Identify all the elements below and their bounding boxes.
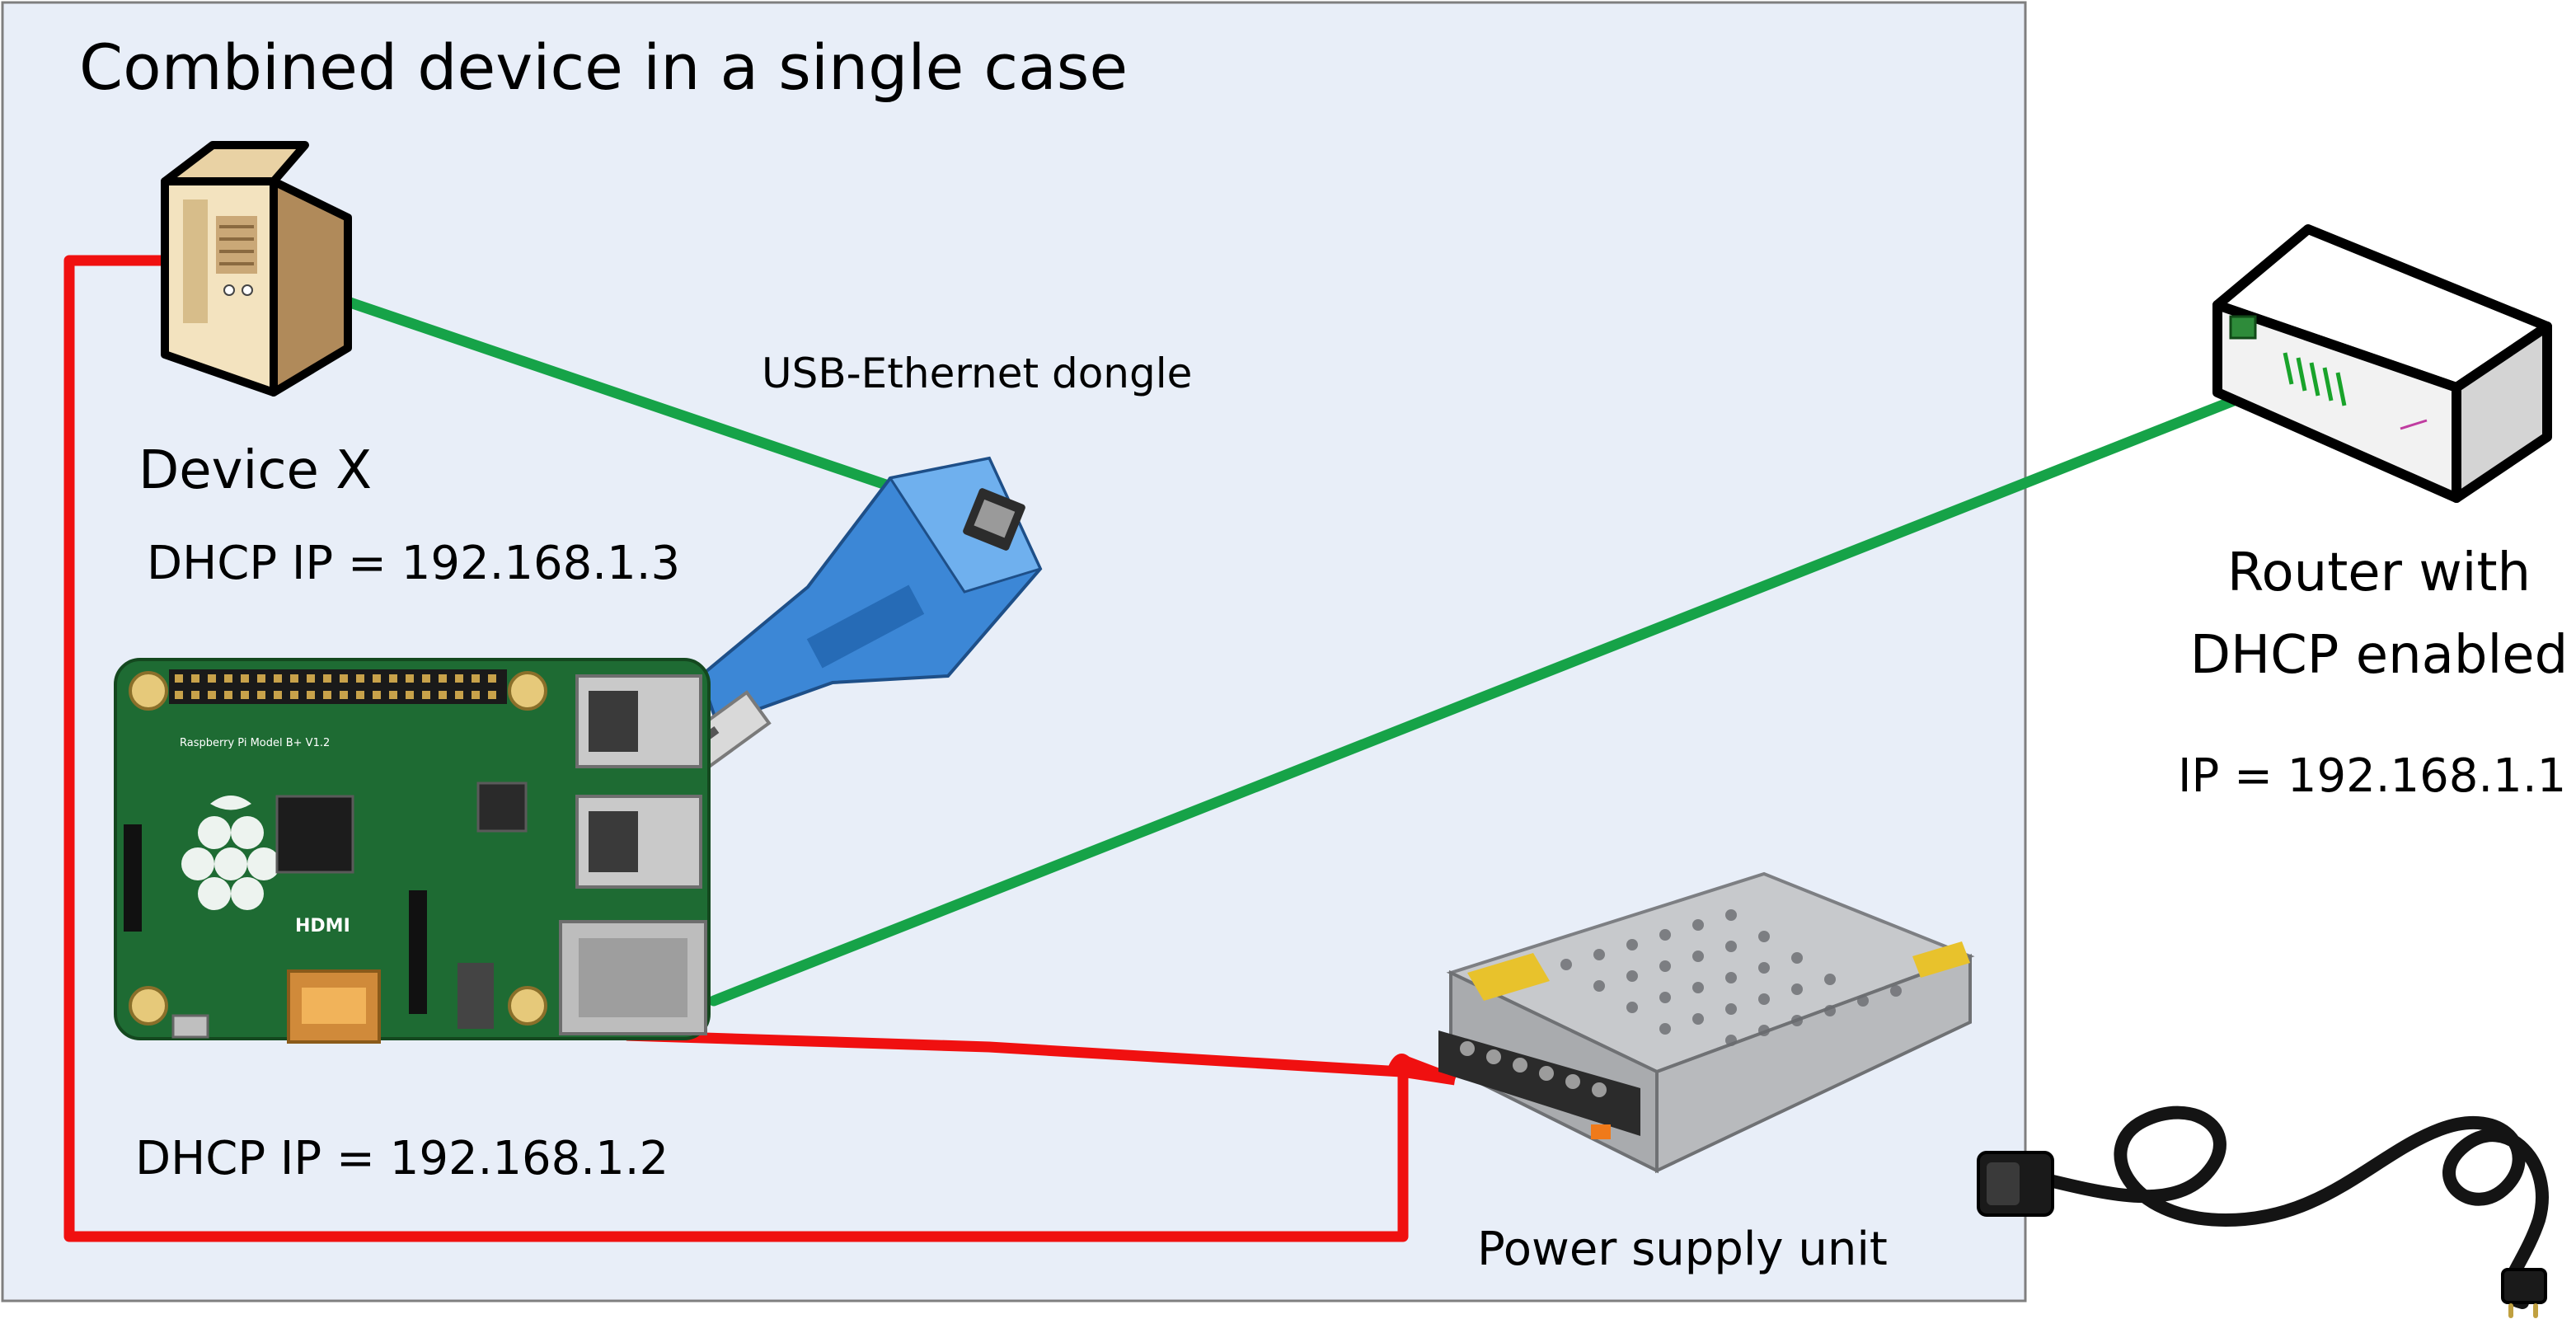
router-ip: IP = 192.168.1.1	[2178, 749, 2566, 803]
tower-server-icon	[161, 141, 352, 397]
dongle-label: USB-Ethernet dongle	[762, 350, 1192, 397]
router-label-line1: Router with	[2227, 542, 2531, 603]
ethernet-line-device-x	[332, 293, 921, 500]
pi-hdmi-text: HDMI	[295, 916, 350, 936]
pi-board-text: Raspberry Pi Model B+ V1.2	[180, 737, 330, 749]
pi-ip: DHCP IP = 192.168.1.2	[135, 1132, 669, 1185]
case-title: Combined device in a single case	[79, 31, 1128, 104]
power-line-pi	[626, 1030, 1456, 1086]
raspberry-logo-icon	[181, 796, 280, 910]
device-x-name: Device X	[138, 440, 372, 501]
ethernet-wiring	[332, 293, 2248, 1007]
psu-label: Power supply unit	[1477, 1223, 1888, 1276]
ethernet-line-router	[708, 392, 2248, 1007]
power-cord-icon	[1977, 1105, 2549, 1318]
power-supply-icon	[1438, 871, 1975, 1174]
router-label-line2: DHCP enabled	[2190, 625, 2569, 686]
device-x-ip: DHCP IP = 192.168.1.3	[147, 537, 680, 590]
usb-ethernet-dongle-icon	[684, 456, 1043, 769]
psu-vents	[1560, 909, 1902, 1046]
power-junction	[1387, 1054, 1418, 1074]
router-icon	[2212, 224, 2552, 503]
raspberry-pi-board-icon: Raspberry Pi Model B+ V1.2 HDMI	[114, 658, 711, 1044]
